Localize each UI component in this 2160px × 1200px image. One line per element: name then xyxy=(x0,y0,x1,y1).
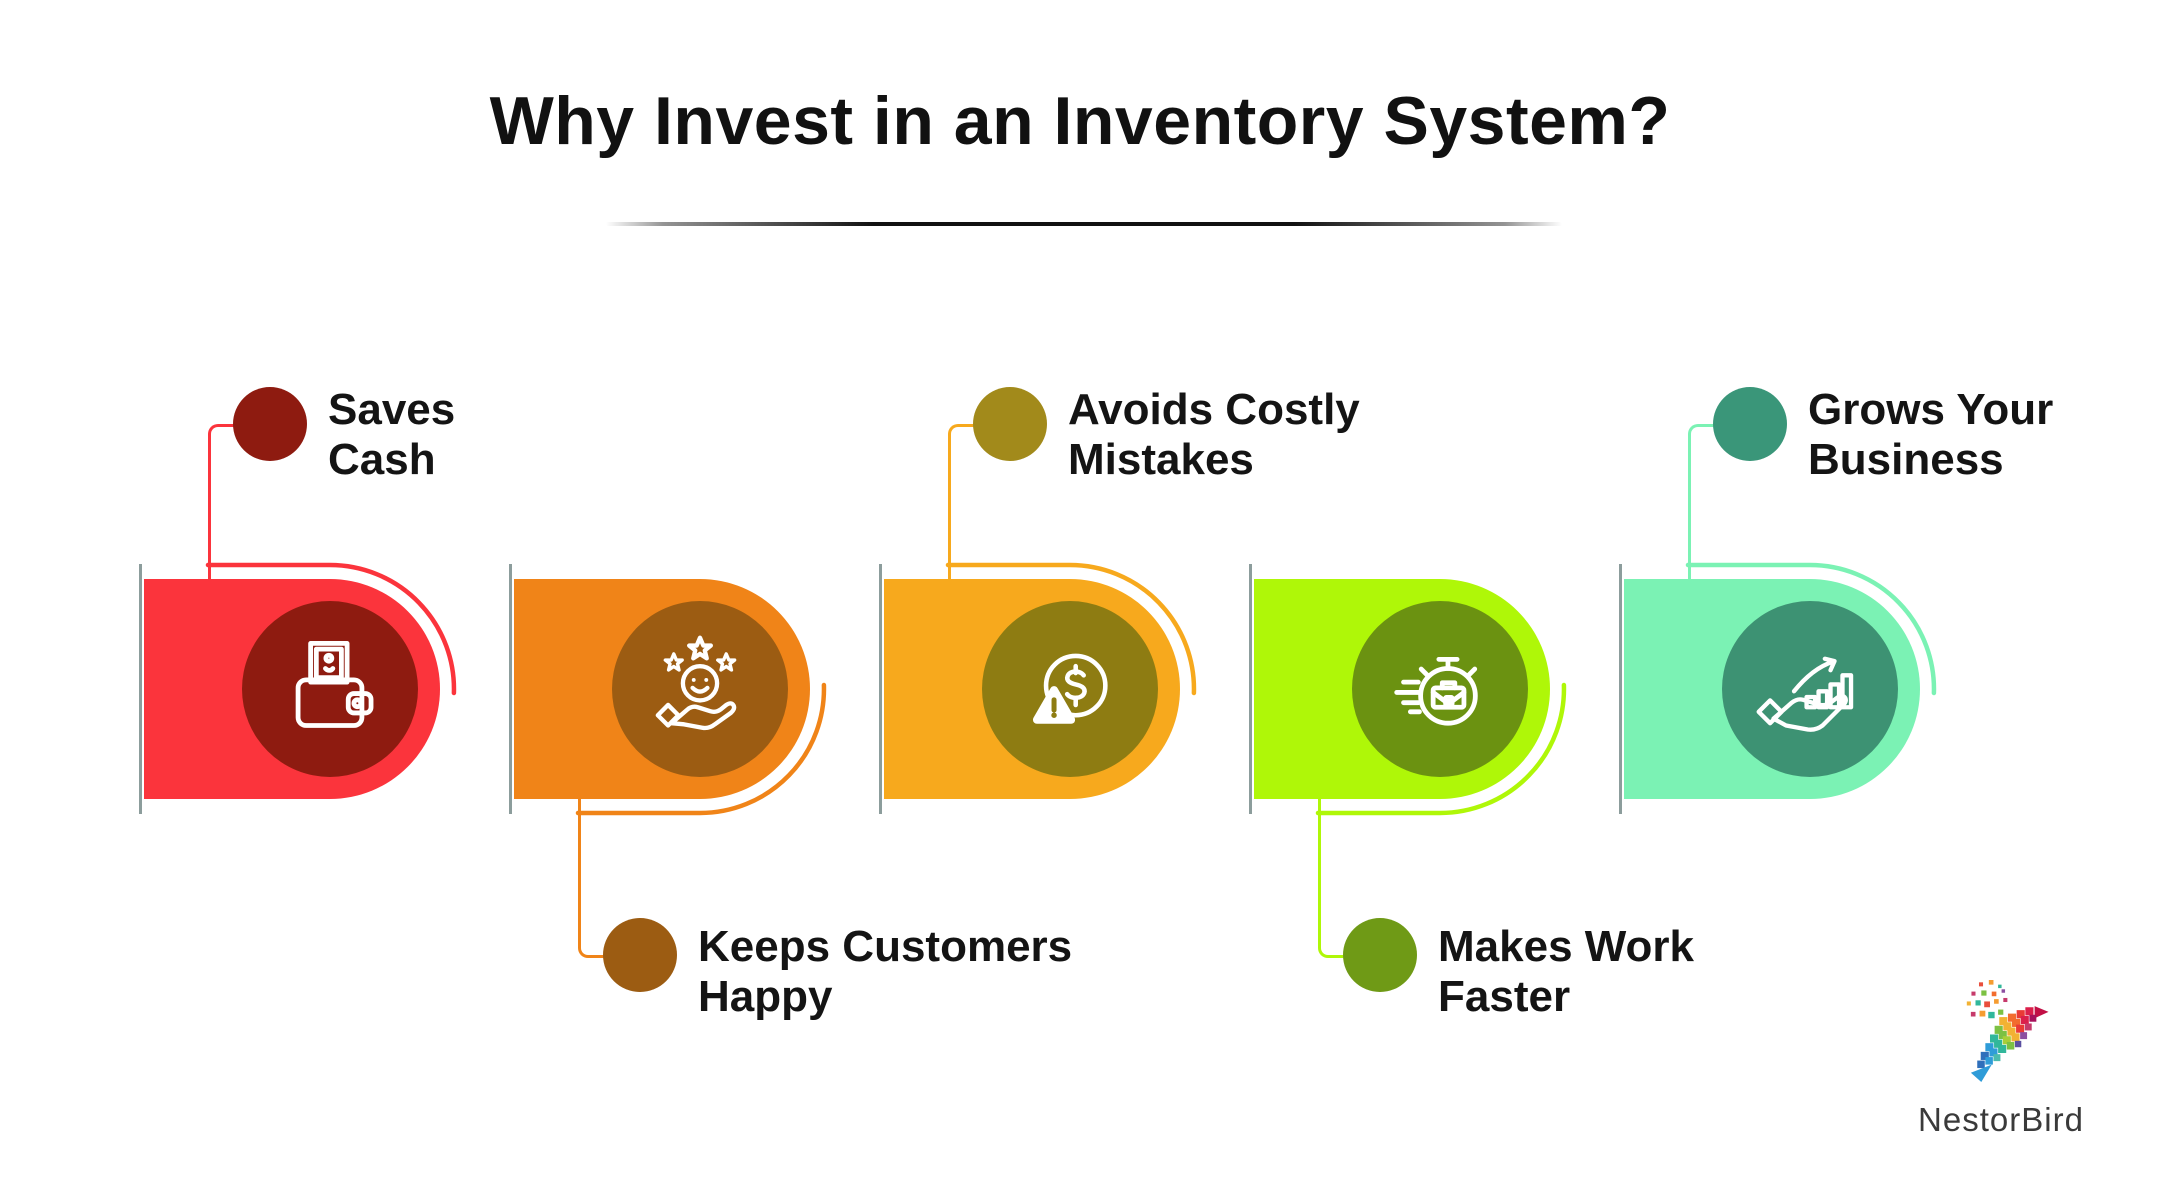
step-label: Keeps Customers Happy xyxy=(698,922,1072,1022)
step-label-line2: Cash xyxy=(328,435,436,484)
step-label-line1: Saves xyxy=(328,385,456,434)
step-saves-cash: Saves Cash xyxy=(139,385,457,814)
step-makes-work-faster: Makes Work Faster xyxy=(1249,564,1694,1021)
happy-customer-icon xyxy=(612,601,788,777)
accent-line xyxy=(1619,564,1622,814)
title-divider xyxy=(606,222,1562,226)
step-label: Saves Cash xyxy=(328,385,455,485)
step-label: Makes Work Faster xyxy=(1438,922,1694,1022)
step-label-line1: Keeps Customers xyxy=(698,922,1073,971)
step-label-line2: Faster xyxy=(1438,972,1571,1021)
dollar-warning-icon xyxy=(982,601,1158,777)
step-dot xyxy=(973,387,1047,461)
wallet-icon xyxy=(242,601,418,777)
step-label: Grows Your Business xyxy=(1808,385,2053,485)
growth-chart-hand-icon xyxy=(1722,601,1898,777)
work-faster-stopwatch-icon xyxy=(1352,601,1528,777)
step-grows-your-business: Grows Your Business xyxy=(1619,385,2053,814)
step-keeps-customers-happy: Keeps Customers Happy xyxy=(509,564,1072,1021)
step-label-line2: Mistakes xyxy=(1068,435,1254,484)
page-title: Why Invest in an Inventory System? xyxy=(489,83,1671,159)
accent-line xyxy=(509,564,512,814)
step-dot xyxy=(603,918,677,992)
step-dot xyxy=(1713,387,1787,461)
brand-logo: NestorBird xyxy=(1876,980,2126,1139)
step-label-line1: Makes Work xyxy=(1438,922,1694,971)
step-avoids-costly-mistakes: Avoids Costly Mistakes xyxy=(879,385,1360,814)
accent-line xyxy=(879,564,882,814)
accent-line xyxy=(139,564,142,814)
step-dot xyxy=(233,387,307,461)
step-label: Avoids Costly Mistakes xyxy=(1068,385,1360,485)
nestorbird-pixel-bird-logo-icon xyxy=(1966,980,2049,1082)
step-label-line2: Happy xyxy=(698,972,833,1021)
step-label-line1: Avoids Costly xyxy=(1068,385,1360,434)
step-label-line2: Business xyxy=(1808,435,2004,484)
brand-name: NestorBird xyxy=(1918,1101,2084,1138)
accent-line xyxy=(1249,564,1252,814)
step-label-line1: Grows Your xyxy=(1808,385,2054,434)
step-dot xyxy=(1343,918,1417,992)
